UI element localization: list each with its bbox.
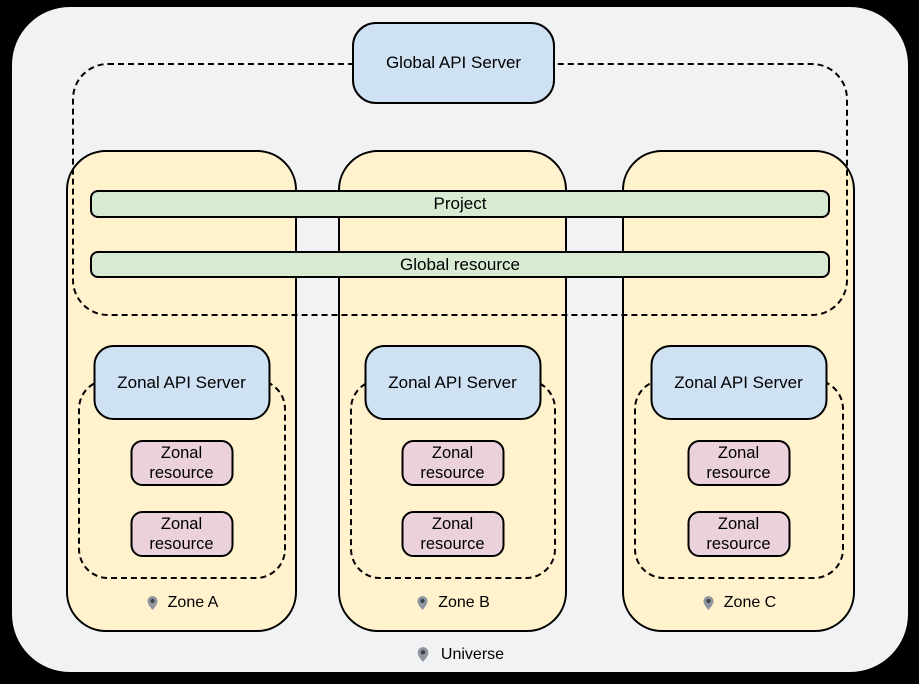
zonal-api-server-label: Zonal API Server <box>388 372 517 392</box>
universe-label: Universe <box>0 644 919 665</box>
zone-c-container: Zonal API Server Zonal resource Zonal re… <box>622 150 855 632</box>
zone-a-container: Zonal API Server Zonal resource Zonal re… <box>66 150 297 632</box>
zonal-resource-label: Zonal resource <box>149 443 214 482</box>
zone-name: Zone B <box>438 594 490 611</box>
zone-b-zonal-resource-box-2: Zonal resource <box>401 511 504 557</box>
universe-name: Universe <box>440 645 505 663</box>
zone-c-zonal-resource-box-2: Zonal resource <box>687 511 790 557</box>
zone-a-zonal-resource-box-1: Zonal resource <box>130 440 233 486</box>
zonal-resource-label: Zonal resource <box>420 443 485 482</box>
zonal-api-server-label: Zonal API Server <box>117 372 246 392</box>
zonal-api-server-label: Zonal API Server <box>674 372 803 392</box>
zone-name: Zone C <box>723 594 777 611</box>
zone-a-zonal-resource-box-2: Zonal resource <box>130 511 233 557</box>
zone-b-zonal-resource-box-1: Zonal resource <box>401 440 504 486</box>
zone-b-container: Zonal API Server Zonal resource Zonal re… <box>338 150 567 632</box>
project-bar: Project <box>90 190 830 218</box>
zone-b-zonal-api-server-box: Zonal API Server <box>364 345 541 420</box>
project-bar-label: Project <box>433 194 487 213</box>
zone-b-label: Zone B <box>340 593 565 613</box>
zonal-resource-label: Zonal resource <box>706 443 771 482</box>
zone-c-label: Zone C <box>624 593 853 613</box>
zone-c-zonal-resource-box-1: Zonal resource <box>687 440 790 486</box>
global-resource-bar: Global resource <box>90 251 830 278</box>
zonal-resource-label: Zonal resource <box>149 514 214 553</box>
location-pin-icon <box>145 593 160 613</box>
zone-name: Zone A <box>167 594 219 611</box>
zonal-resource-label: Zonal resource <box>420 514 485 553</box>
zonal-resource-label: Zonal resource <box>706 514 771 553</box>
zone-a-label: Zone A <box>68 593 295 613</box>
global-resource-bar-label: Global resource <box>399 254 520 274</box>
zone-a-zonal-api-server-box: Zonal API Server <box>93 345 270 420</box>
global-api-server-box: Global API Server <box>352 22 555 104</box>
zone-c-zonal-api-server-box: Zonal API Server <box>650 345 827 420</box>
location-pin-icon <box>701 593 716 613</box>
location-pin-icon <box>415 593 430 613</box>
location-pin-icon <box>415 644 431 665</box>
global-api-server-label: Global API Server <box>385 53 522 72</box>
